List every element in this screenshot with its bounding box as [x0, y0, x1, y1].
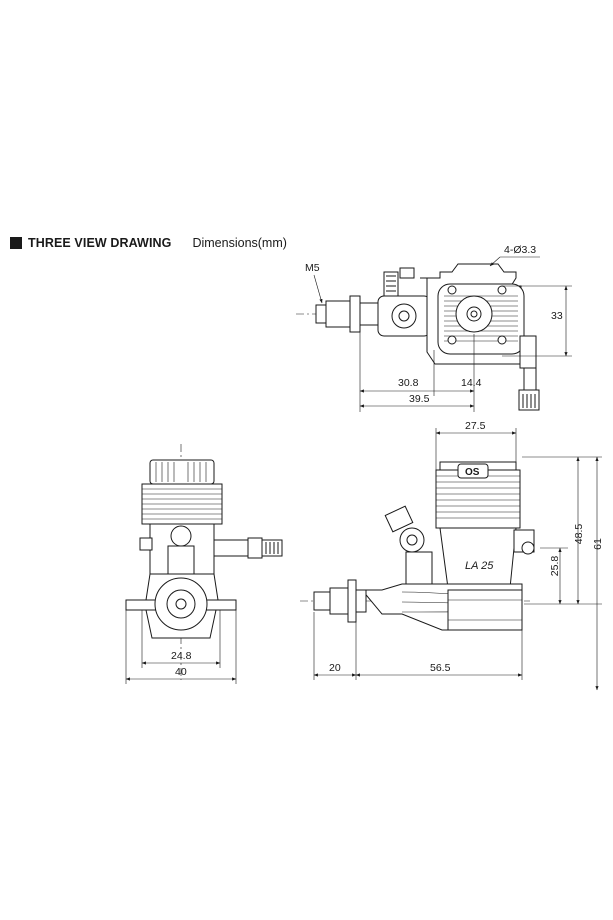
dim-20: 20	[329, 662, 341, 674]
top-view: M5 4-Ø3.3 33 30.8 14.4 39.5	[296, 244, 572, 412]
dim-14-4: 14.4	[461, 377, 482, 389]
front-view: 24.8 40	[125, 444, 283, 684]
dim-24-8: 24.8	[171, 650, 192, 662]
dim-30-8: 30.8	[398, 377, 419, 389]
hole-label: 4-Ø3.3	[504, 244, 536, 256]
dim-48-5: 48.5	[573, 524, 585, 545]
heading-title: THREE VIEW DRAWING	[28, 236, 172, 250]
heading-subtitle: Dimensions(mm)	[192, 236, 287, 250]
dim-25-8: 25.8	[549, 556, 561, 577]
section-heading: THREE VIEW DRAWING Dimensions(mm)	[10, 236, 287, 250]
dim-61: 61	[592, 538, 604, 550]
side-view: OS LA 25 27.5 48.5	[300, 420, 604, 691]
dim-27-5: 27.5	[465, 420, 486, 432]
dim-56-5: 56.5	[430, 662, 451, 674]
heading-square-icon	[10, 237, 22, 249]
model-text: LA 25	[465, 560, 494, 572]
thread-label: M5	[305, 262, 320, 274]
os-logo-text: OS	[465, 467, 480, 478]
dim-40: 40	[175, 666, 187, 678]
dim-33: 33	[551, 310, 563, 322]
dim-39-5: 39.5	[409, 393, 430, 405]
